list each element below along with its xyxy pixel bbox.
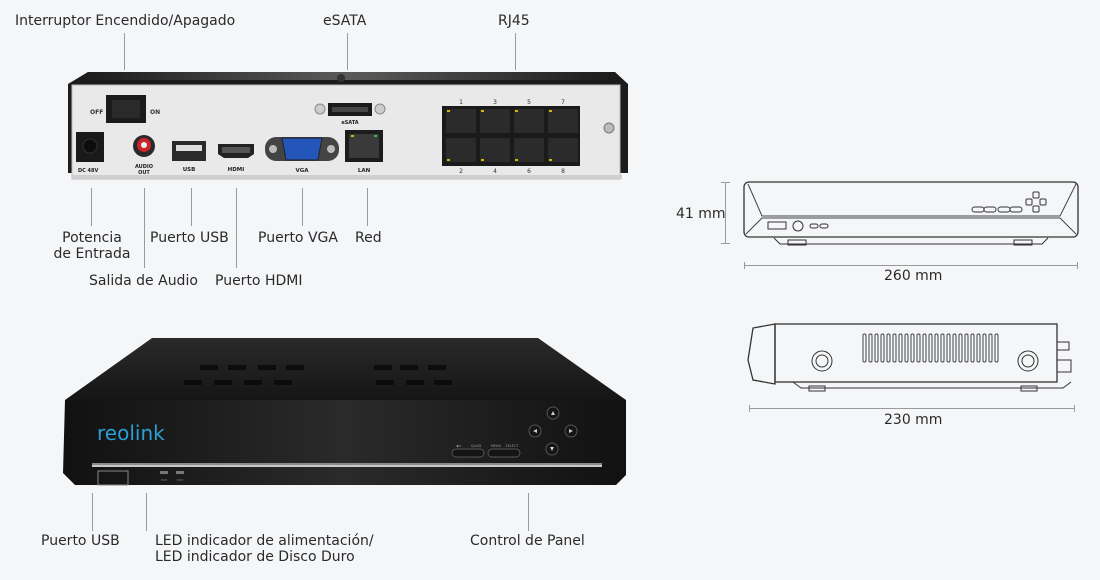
rj45-port[interactable] xyxy=(480,138,510,162)
callout-front-usb: Puerto USB xyxy=(41,533,120,549)
height-dimension-line xyxy=(725,182,726,244)
callout-esata: eSATA xyxy=(323,13,367,29)
callout-led: LED indicador de alimentación/ LED indic… xyxy=(155,533,374,565)
callout-power-input-line1: Potencia xyxy=(62,230,122,246)
width-dimension: 260 mm xyxy=(884,268,943,284)
brand-logo: reolink xyxy=(97,421,165,445)
menu-select-buttons[interactable] xyxy=(487,448,521,458)
callout-hdmi-port: Puerto HDMI xyxy=(215,273,303,289)
callout-audio-out: Salida de Audio xyxy=(89,273,198,289)
vga-label: VGA xyxy=(295,168,309,174)
leader-line xyxy=(515,33,516,70)
callout-usb-port: Puerto USB xyxy=(150,230,229,246)
callout-power-switch: Interruptor Encendido/Apagado xyxy=(15,13,236,29)
leader-line xyxy=(347,33,348,70)
rj45-port[interactable] xyxy=(446,138,476,162)
depth-dimension-line xyxy=(749,408,1075,409)
lan-port[interactable] xyxy=(349,134,379,158)
play-quad-buttons[interactable] xyxy=(451,448,485,458)
leader-line xyxy=(146,493,147,531)
front-outline-drawing xyxy=(743,181,1079,246)
quad-label: QUAD xyxy=(471,444,482,448)
dimension-tick xyxy=(1074,405,1075,412)
select-label: SELECT xyxy=(505,444,519,448)
rj45-port[interactable] xyxy=(548,109,578,133)
rj45-port[interactable] xyxy=(480,109,510,133)
nvr-front-view: reolink PWR HDD ▶⏸ QUAD MENU SELECT xyxy=(63,338,626,486)
front-usb-port[interactable] xyxy=(97,470,129,486)
height-dimension: 41 mm xyxy=(676,206,726,222)
usb-label: USB xyxy=(183,167,196,173)
port-number: 3 xyxy=(493,99,497,106)
audio-label-1: AUDIO xyxy=(135,164,153,170)
callout-power-input: Potencia de Entrada xyxy=(42,230,142,262)
hdmi-label: HDMI xyxy=(228,167,245,173)
menu-label: MENU xyxy=(491,444,502,448)
leader-line xyxy=(144,188,145,268)
dimension-tick xyxy=(749,405,750,412)
rj45-port[interactable] xyxy=(514,109,544,133)
rj45-port[interactable] xyxy=(548,138,578,162)
port-number: 8 xyxy=(561,168,565,175)
leader-line xyxy=(91,188,92,226)
lan-label: LAN xyxy=(358,168,371,174)
pwr-led-label: PWR xyxy=(161,478,168,482)
vga-port[interactable] xyxy=(281,137,323,161)
top-vents xyxy=(184,365,452,385)
nvr-rear-panel: OFF ON DC 48V AUDIO OUT USB HDMI VGA eSA… xyxy=(68,72,628,180)
dimension-tick xyxy=(721,243,730,244)
port-number: 2 xyxy=(459,168,463,175)
arrow-right-icon xyxy=(569,429,573,433)
esata-label: eSATA xyxy=(341,120,358,126)
dc-label: DC 48V xyxy=(78,168,99,174)
hdd-led-label: HDD xyxy=(177,478,185,482)
audio-label-2: OUT xyxy=(138,170,150,176)
leader-line xyxy=(92,493,93,531)
dimension-tick xyxy=(721,182,730,183)
leader-line xyxy=(124,33,125,70)
ground-screw xyxy=(603,122,615,134)
depth-dimension: 230 mm xyxy=(884,412,943,428)
power-led xyxy=(160,471,168,474)
callout-network: Red xyxy=(355,230,382,246)
width-dimension-line xyxy=(744,265,1078,266)
callout-led-line1: LED indicador de alimentación/ xyxy=(155,533,374,549)
leader-line xyxy=(528,493,529,531)
leader-line xyxy=(236,188,237,268)
callout-panel-control: Control de Panel xyxy=(470,533,585,549)
rj45-port[interactable] xyxy=(446,109,476,133)
arrow-up-icon xyxy=(551,411,555,415)
off-label: OFF xyxy=(90,109,103,116)
play-pause-label: ▶⏸ xyxy=(457,444,462,448)
dimension-tick xyxy=(1077,262,1078,269)
port-number: 5 xyxy=(527,99,531,106)
side-outline-drawing xyxy=(747,323,1072,392)
callout-vga-port: Puerto VGA xyxy=(258,230,338,246)
port-number: 6 xyxy=(527,168,531,175)
port-number: 7 xyxy=(561,99,565,106)
hdd-led xyxy=(176,471,184,474)
port-number: 4 xyxy=(493,168,497,175)
rj45-port-grid xyxy=(446,109,578,162)
leader-line xyxy=(191,188,192,226)
dpad xyxy=(528,406,578,456)
leader-line xyxy=(302,188,303,226)
leader-line xyxy=(367,188,368,226)
rj45-port[interactable] xyxy=(514,138,544,162)
callout-power-input-line2: de Entrada xyxy=(53,246,131,262)
callout-rj45: RJ45 xyxy=(498,13,530,29)
dimension-tick xyxy=(744,262,745,269)
port-number: 1 xyxy=(459,99,463,106)
on-label: ON xyxy=(150,109,160,116)
arrow-left-icon xyxy=(533,429,537,433)
callout-led-line2: LED indicador de Disco Duro xyxy=(155,549,355,565)
arrow-down-icon xyxy=(550,447,554,451)
